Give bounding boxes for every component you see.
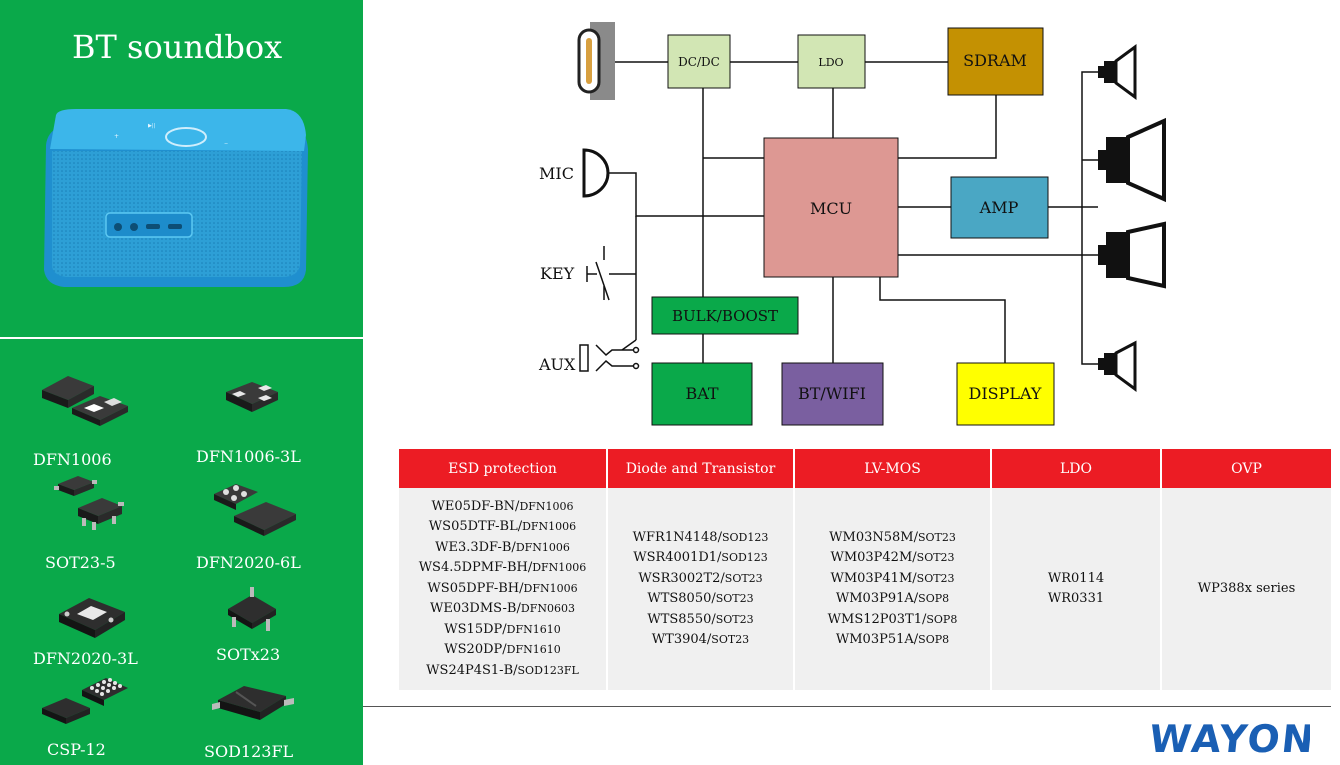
sdram-block: SDRAM [947,27,1044,96]
package-label: CSP-12 [47,740,106,759]
block-diagram: DC/DC LDO SDRAM MCU AMP BULK/BOOST BAT B… [538,22,1166,426]
table-row: WE05DF-BN/DFN1006 WS05DTF-BL/DFN1006 WE3… [399,488,1331,690]
part-entry: WS05DTF-BL/DFN1006 [428,519,577,535]
sod123fl-package-image [212,686,294,720]
ldo-label: LDO [818,56,843,69]
bat-block: BAT [651,362,753,426]
diode-transistor-parts-cell: WFR1N4148/SOD123 WSR4001D1/SOD123 WSR300… [607,488,795,690]
package-label: DFN1006-3L [196,447,301,466]
speaker-icon [1098,44,1137,100]
bt-wifi-block: BT/WIFI [781,362,884,426]
part-entry: WMS12P03T1/SOP8 [827,611,958,627]
part-entry: WE3.3DF-B/DFN1006 [435,539,570,555]
svg-text:+: + [114,133,119,140]
svg-text:WAYON: WAYON [1150,717,1310,760]
part-entry: WTS8550/SOT23 [647,611,754,627]
dcdc-label: DC/DC [678,55,720,69]
mcu-block: MCU [763,137,899,278]
part-entry: WS24P4S1-B/SOD123FL [426,662,579,678]
part-entry: WSR4001D1/SOD123 [633,550,768,565]
left-panel: BT soundbox + ▶|| − DFN1006 [0,0,363,765]
connection-lines [608,61,1098,365]
key-label: KEY [540,264,575,283]
aux-jack-icon [579,344,640,372]
part-entry: WS4.5DPMF-BH/DFN1006 [418,560,587,576]
svg-text:−: − [224,141,228,147]
ldo-block: LDO [797,34,866,89]
part-entry: WT3904/SOT23 [651,632,750,647]
key-switch-icon [586,246,610,301]
sdram-label: SDRAM [963,51,1027,70]
dfn1006-package-image [42,376,128,426]
sot23-5-package-image [54,476,124,530]
footer-divider [363,706,1331,707]
bt-wifi-label: BT/WIFI [798,384,866,403]
part-entry: WE05DF-BN/DFN1006 [431,498,574,514]
speaker-icon [1098,340,1137,392]
sotx23-package-image [228,587,276,631]
column-header: OVP [1161,449,1331,488]
package-label: DFN1006 [33,450,112,469]
column-header: Diode and Transistor [607,449,795,488]
package-label: SOTx23 [216,645,281,664]
wayon-logo: WAYON [1150,717,1310,760]
column-header: LV-MOS [794,449,992,488]
part-entry: WR0331 [1047,591,1105,606]
mic-label: MIC [539,164,574,183]
usb-c-connector-icon [577,22,615,100]
column-header: LDO [991,449,1162,488]
amp-label: AMP [979,198,1019,217]
bat-label: BAT [685,384,718,403]
csp-12-package-image [42,678,128,724]
part-entry: WTS8050/SOT23 [647,591,754,606]
dcdc-block: DC/DC [667,34,731,89]
package-label: SOD123FL [204,742,294,761]
speaker-icon [1098,221,1166,289]
part-entry: WM03N58M/SOT23 [829,529,956,545]
amp-block: AMP [950,176,1049,239]
part-entry: WE03DMS-B/DFN0603 [430,601,575,617]
part-entry: WM03P41M/SOT23 [830,570,955,586]
part-entry: WS20DP/DFN1610 [444,642,561,658]
package-label: DFN2020-3L [33,649,138,668]
dfn1006-3l-package-image [226,382,278,412]
dfn2020-6l-package-image [214,484,296,536]
part-entry: WSR3002T2/SOT23 [638,570,763,586]
bulk-boost-label: BULK/BOOST [672,307,778,325]
bulk-boost-block: BULK/BOOST [651,296,799,335]
display-block: DISPLAY [956,362,1055,426]
part-entry: WS05DPF-BH/DFN1006 [427,580,578,596]
part-entry: WM03P51A/SOP8 [835,632,950,647]
microphone-icon [582,148,610,198]
speaker-icon [1098,117,1166,203]
table-header-row: ESD protection Diode and Transistor LV-M… [399,449,1331,488]
lv-mos-parts-cell: WM03N58M/SOT23 WM03P42M/SOT23 WM03P41M/S… [794,488,992,690]
esd-parts-cell: WE05DF-BN/DFN1006 WS05DTF-BL/DFN1006 WE3… [399,488,608,690]
panel-title: BT soundbox [72,28,283,66]
part-entry: WM03P91A/SOP8 [835,591,950,606]
part-entry: WS15DP/DFN1610 [444,621,561,637]
ovp-parts-cell: WP388x series [1161,488,1331,690]
package-label: DFN2020-6L [196,553,301,572]
part-entry: WR0114 [1047,570,1105,586]
ldo-parts-cell: WR0114 WR0331 [991,488,1162,690]
aux-label: AUX [538,355,576,374]
panel-divider [0,337,363,339]
product-table: ESD protection Diode and Transistor LV-M… [399,449,1331,690]
part-entry: WM03P42M/SOT23 [830,550,955,565]
part-entry: WFR1N4148/SOD123 [632,529,769,545]
mcu-label: MCU [810,199,852,218]
dfn2020-3l-package-image [59,598,125,638]
svg-text:▶||: ▶|| [148,123,156,129]
column-header: ESD protection [399,449,608,488]
package-label: SOT23-5 [45,553,116,572]
display-label: DISPLAY [969,384,1042,403]
bt-speaker-image: + ▶|| − [44,109,308,287]
part-entry: WP388x series [1197,580,1296,596]
